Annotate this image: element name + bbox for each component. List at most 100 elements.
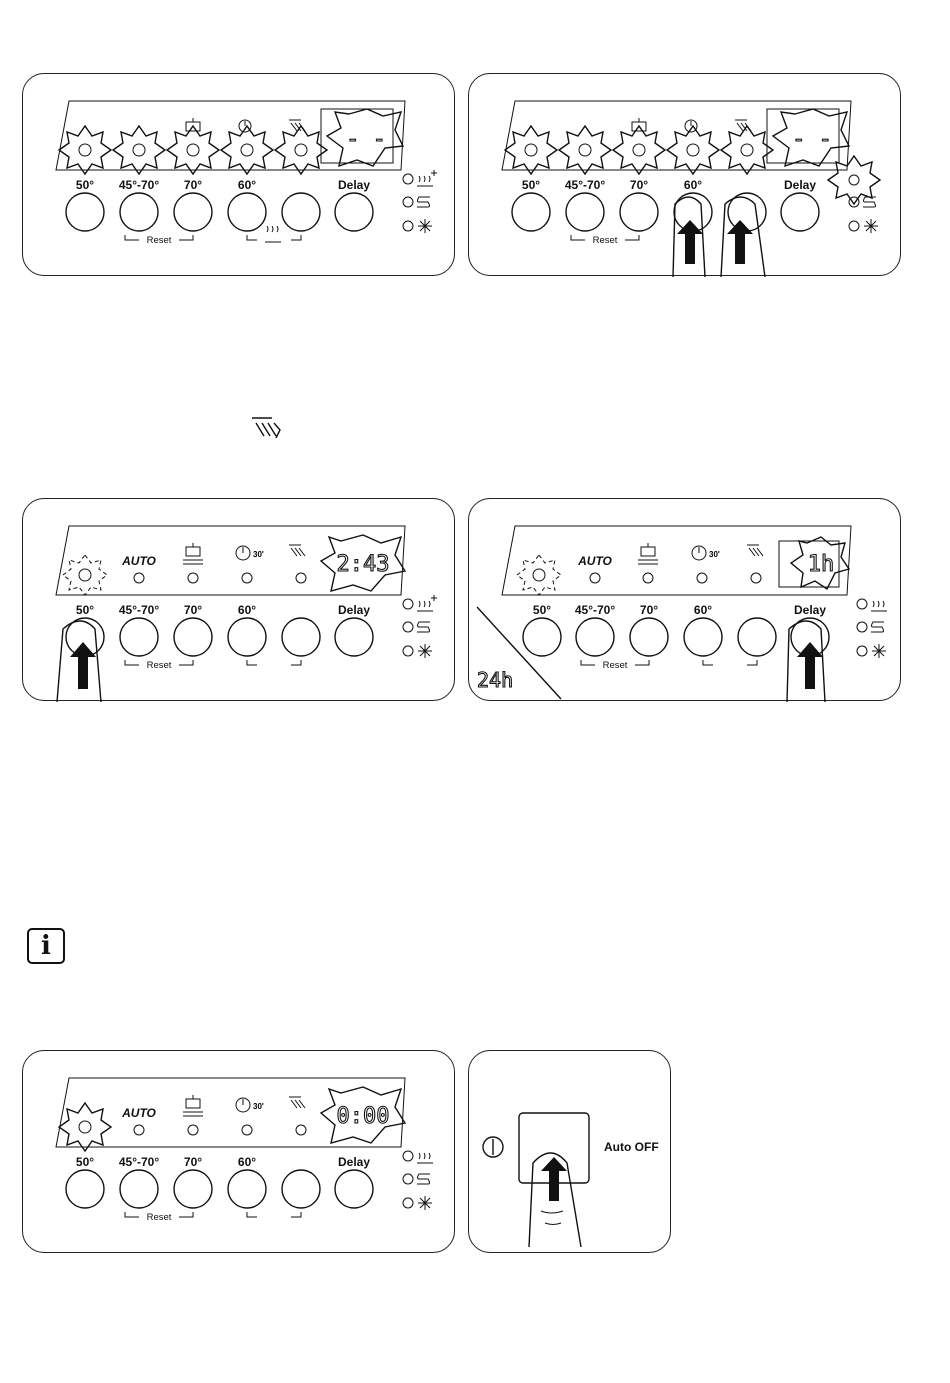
display-value: - - [346, 127, 386, 152]
salt-refill-icon [417, 170, 437, 186]
label-50: 50° [522, 178, 540, 192]
reset-label: Reset [603, 660, 628, 671]
rinse-aid-indicator [403, 1174, 413, 1184]
prewash-indicator [296, 1125, 306, 1135]
end-of-programme-icon [872, 644, 886, 658]
display-value: 0:00 [337, 1104, 390, 1129]
label-70: 70° [630, 178, 648, 192]
rinse-aid-indicator [849, 197, 859, 207]
display-fig1: - - [327, 109, 403, 166]
flashing-indicator-auto [559, 126, 611, 174]
salt-refill-icon [417, 1153, 433, 1163]
quick-indicator [242, 1125, 252, 1135]
button-60[interactable] [228, 193, 266, 231]
auto-indicator [134, 1125, 144, 1135]
label-45-70: 45°-70° [119, 1155, 159, 1169]
button-45-70[interactable] [120, 1170, 158, 1208]
pre-wash-symbol-icon [248, 414, 288, 444]
display-fig4: 1h [791, 537, 849, 589]
label-delay: Delay [784, 178, 816, 192]
label-60: 60° [684, 178, 702, 192]
button-5[interactable] [282, 618, 320, 656]
info-icon: i [27, 928, 65, 964]
button-delay[interactable] [781, 193, 819, 231]
label-50: 50° [76, 178, 94, 192]
button-70[interactable] [620, 193, 658, 231]
button-70[interactable] [174, 1170, 212, 1208]
rinse-aid-indicator [403, 197, 413, 207]
reset-label: Reset [593, 235, 618, 246]
dashed-indicator-50 [63, 555, 107, 595]
label-60: 60° [238, 1155, 256, 1169]
flashing-indicator-auto [113, 126, 165, 174]
button-50[interactable] [66, 1170, 104, 1208]
button-50[interactable] [66, 193, 104, 231]
label-60: 60° [694, 603, 712, 617]
auto-label: AUTO [121, 1106, 156, 1120]
quick-30-icon: 30' [692, 546, 720, 560]
quick-indicator [242, 573, 252, 583]
label-50: 50° [76, 1155, 94, 1169]
dashed-indicator-50 [517, 555, 561, 595]
finger-press-icon [673, 197, 765, 277]
pre-wash-icon [747, 545, 763, 556]
corner-24h-text: 24h [477, 668, 513, 692]
button-delay[interactable] [335, 1170, 373, 1208]
button-60[interactable] [228, 618, 266, 656]
button-60[interactable] [228, 1170, 266, 1208]
control-panel-fig5: AUTO 30' 0:00 50° 45°-70° 70° 60° Delay … [22, 1050, 455, 1253]
label-45-70: 45°-70° [565, 178, 605, 192]
end-of-programme-icon [418, 219, 432, 233]
salt-refill-indicator [403, 1151, 413, 1161]
button-70[interactable] [174, 618, 212, 656]
button-5[interactable] [738, 618, 776, 656]
rinse-aid-icon [417, 1174, 430, 1184]
button-delay[interactable] [335, 193, 373, 231]
button-45-70[interactable] [566, 193, 604, 231]
quick-30-icon [685, 120, 697, 132]
salt-bracket-icon [265, 226, 281, 242]
label-45-70: 45°-70° [575, 603, 615, 617]
button-5[interactable] [282, 193, 320, 231]
rinse-aid-icon [417, 622, 430, 632]
auto-label: AUTO [121, 554, 156, 568]
button-delay[interactable] [335, 618, 373, 656]
auto-off-label: Auto OFF [604, 1140, 659, 1154]
label-45-70: 45°-70° [119, 178, 159, 192]
label-delay: Delay [338, 603, 370, 617]
control-panel-fig4: AUTO 30' 1h 50° 45°-70° 70° 60° Delay Re… [468, 498, 901, 701]
button-45-70[interactable] [120, 193, 158, 231]
rinse-aid-indicator [403, 622, 413, 632]
pot-icon [183, 1095, 203, 1116]
button-45-70[interactable] [576, 618, 614, 656]
label-60: 60° [238, 603, 256, 617]
quick-30-icon: 30' [236, 1098, 264, 1112]
end-indicator [403, 646, 413, 656]
pre-wash-icon [289, 545, 305, 556]
button-50[interactable] [512, 193, 550, 231]
display-value: 2:43 [337, 552, 390, 577]
label-70: 70° [184, 1155, 202, 1169]
salt-refill-icon [417, 595, 437, 611]
display-fig5: 0:00 [321, 1087, 405, 1143]
button-60[interactable] [684, 618, 722, 656]
prewash-indicator [751, 573, 761, 583]
svg-text:30': 30' [253, 1102, 264, 1111]
svg-text:30': 30' [709, 550, 720, 559]
control-panel-fig3: AUTO 30' 2:43 50° 45°-70° 70° 60° Delay … [22, 498, 455, 701]
display-value: 1h [808, 552, 835, 577]
button-70[interactable] [630, 618, 668, 656]
flashing-indicator-prewash [721, 126, 773, 174]
end-of-programme-icon [418, 644, 432, 658]
flashing-indicator-50 [505, 126, 557, 174]
button-45-70[interactable] [120, 618, 158, 656]
button-50[interactable] [523, 618, 561, 656]
power-icon [483, 1137, 503, 1157]
label-70: 70° [184, 603, 202, 617]
salt-refill-icon [871, 601, 887, 611]
flashing-indicator-pot [167, 126, 219, 174]
flashing-indicator-50 [59, 1103, 111, 1151]
button-5[interactable] [282, 1170, 320, 1208]
rinse-aid-icon [417, 197, 430, 207]
button-70[interactable] [174, 193, 212, 231]
